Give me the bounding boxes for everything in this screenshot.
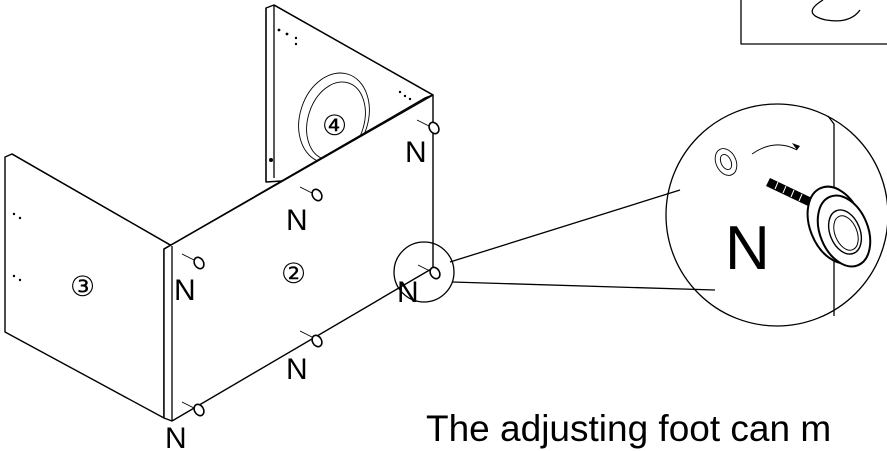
front-panel-2 — [163, 94, 434, 422]
threaded-rod-icon — [766, 178, 812, 206]
foot-icon-top-right — [416, 119, 440, 135]
caption-text: The adjusting foot can m — [426, 408, 831, 449]
detail-view: N — [665, 103, 887, 327]
foot-icon-bottom-middle — [299, 330, 323, 348]
detail-label-n: N — [725, 214, 770, 283]
foot-icon-left-lower — [181, 401, 205, 417]
foot-icon-right-lower — [417, 264, 441, 280]
back-panel-holes — [269, 28, 412, 162]
panel-2-label: ② — [281, 259, 306, 290]
foot-icon-top-middle — [299, 186, 323, 202]
foot-label-n: N — [397, 276, 419, 309]
panel-3-label: ③ — [70, 272, 95, 303]
foot-label-n: N — [286, 353, 308, 386]
foot-label-n: N — [405, 136, 427, 169]
callout-line-top — [449, 189, 681, 263]
inset-frame-partial — [740, 0, 887, 45]
callout-circle — [393, 241, 455, 303]
foot-label-n: N — [165, 422, 187, 451]
callout-line-bottom — [451, 281, 716, 291]
foot-label-n: N — [174, 274, 196, 307]
foot-icon-left-upper — [181, 253, 205, 270]
panel-4-label: ④ — [322, 111, 347, 142]
adjusting-foot-icon — [806, 185, 872, 268]
foot-label-n: N — [286, 204, 308, 237]
